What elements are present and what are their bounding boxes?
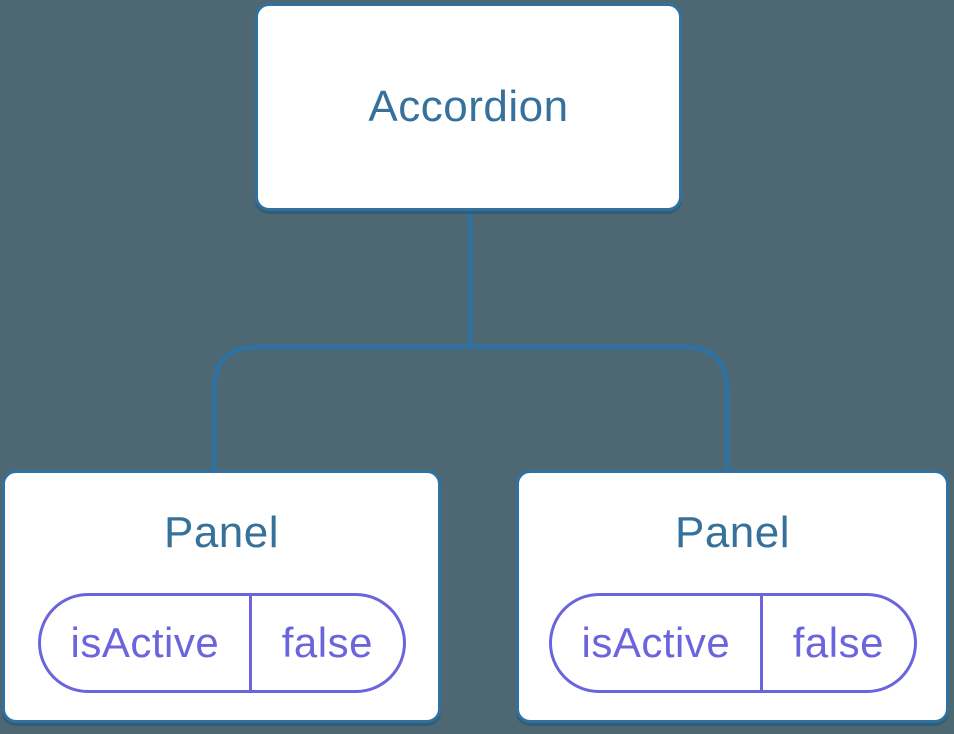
panel-1-state-pill: isActive false [37, 593, 406, 693]
panel-2-label: Panel [674, 508, 791, 557]
state-value: false [281, 619, 373, 666]
state-key: isActive [552, 596, 764, 690]
panel-2-state-pill: isActive false [548, 593, 917, 693]
connector-bracket [211, 344, 730, 474]
state-key: isActive [41, 596, 253, 690]
child-node-panel-2: Panel isActive false [516, 470, 949, 723]
root-node-accordion: Accordion [255, 3, 682, 211]
root-node-label: Accordion [368, 82, 569, 131]
panel-1-label: Panel [163, 508, 280, 557]
child-node-panel-1: Panel isActive false [2, 470, 441, 723]
state-value: false [792, 619, 884, 666]
